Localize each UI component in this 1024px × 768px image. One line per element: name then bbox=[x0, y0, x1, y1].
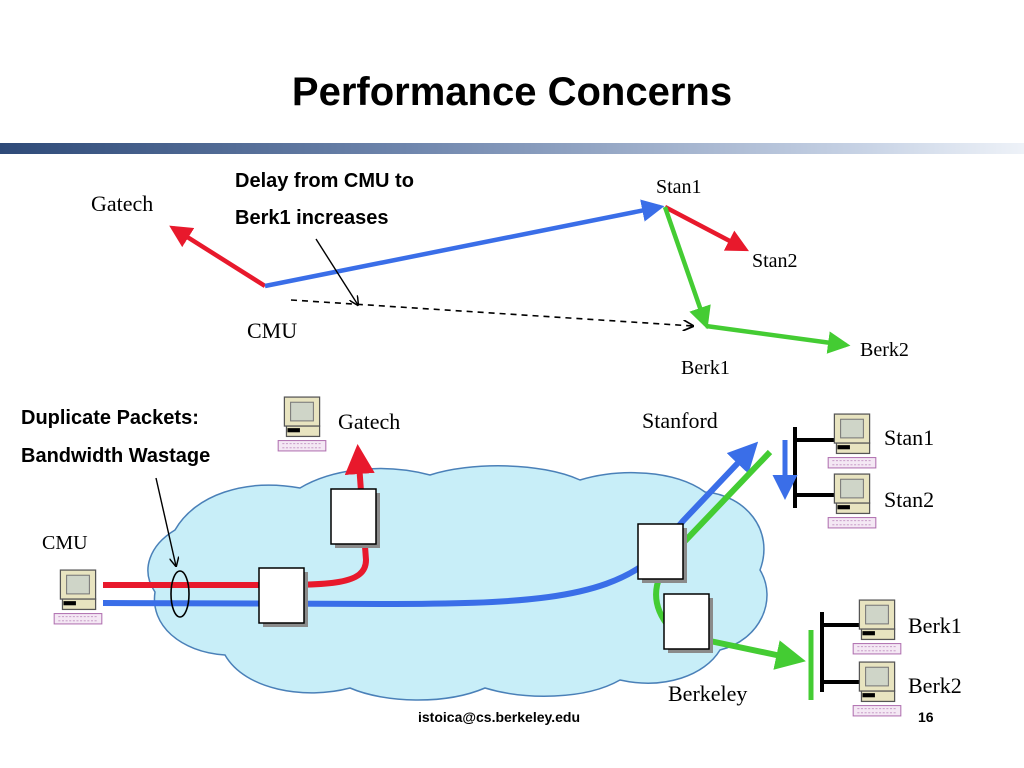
router-gatech bbox=[330, 488, 380, 548]
router-cmu bbox=[258, 567, 308, 627]
delay-annotation-line1: Delay from CMU to bbox=[235, 170, 414, 192]
title-divider bbox=[0, 143, 1024, 154]
annotation-pointer bbox=[315, 238, 358, 305]
edge-berk1-berk2 bbox=[705, 323, 851, 354]
computer-cmu-icon bbox=[53, 569, 103, 625]
duplicate-packets-ellipse bbox=[170, 570, 190, 618]
edge-stan1-stan2 bbox=[663, 205, 749, 252]
slide-title: Performance Concerns bbox=[291, 70, 733, 114]
footer-page-number: 16 bbox=[918, 709, 934, 725]
node-label-berk1: Berk1 bbox=[681, 357, 730, 379]
site-label-cmu: CMU bbox=[42, 532, 88, 554]
top-tree bbox=[169, 199, 851, 354]
footer-email: istoica@cs.berkeley.edu bbox=[418, 709, 580, 725]
node-label-stan1: Stan1 bbox=[656, 176, 702, 198]
computer-berk1-icon bbox=[852, 599, 902, 655]
router-stanford bbox=[637, 523, 687, 583]
host-label-stan1: Stan1 bbox=[884, 425, 934, 450]
host-label-stan2: Stan2 bbox=[884, 487, 934, 512]
node-label-gatech: Gatech bbox=[91, 191, 153, 216]
edge-cmu-stan1 bbox=[264, 199, 665, 289]
site-label-stanford: Stanford bbox=[642, 408, 718, 433]
edge-stan1-berk1 bbox=[662, 206, 711, 330]
router-berkeley bbox=[663, 593, 713, 653]
node-label-berk2: Berk2 bbox=[860, 339, 909, 361]
site-label-berkeley: Berkeley bbox=[668, 681, 747, 706]
duplicate-annotation-pointer bbox=[155, 477, 176, 566]
host-label-berk2: Berk2 bbox=[908, 673, 962, 698]
duplicate-annotation-line2: Bandwidth Wastage bbox=[21, 445, 210, 467]
node-label-stan2: Stan2 bbox=[752, 250, 798, 272]
host-label-berk1: Berk1 bbox=[908, 613, 962, 638]
computer-stan1-icon bbox=[827, 413, 877, 469]
edge-cmu-gatech bbox=[169, 225, 267, 288]
site-label-gatech: Gatech bbox=[338, 409, 400, 434]
delay-annotation-line2: Berk1 increases bbox=[235, 207, 388, 229]
delay-dashed-arrow bbox=[290, 299, 693, 326]
computer-gatech-icon bbox=[277, 396, 327, 452]
computer-berk2-icon bbox=[852, 661, 902, 717]
computer-stan2-icon bbox=[827, 473, 877, 529]
duplicate-annotation-line1: Duplicate Packets: bbox=[21, 407, 199, 429]
node-label-cmu: CMU bbox=[247, 318, 297, 343]
